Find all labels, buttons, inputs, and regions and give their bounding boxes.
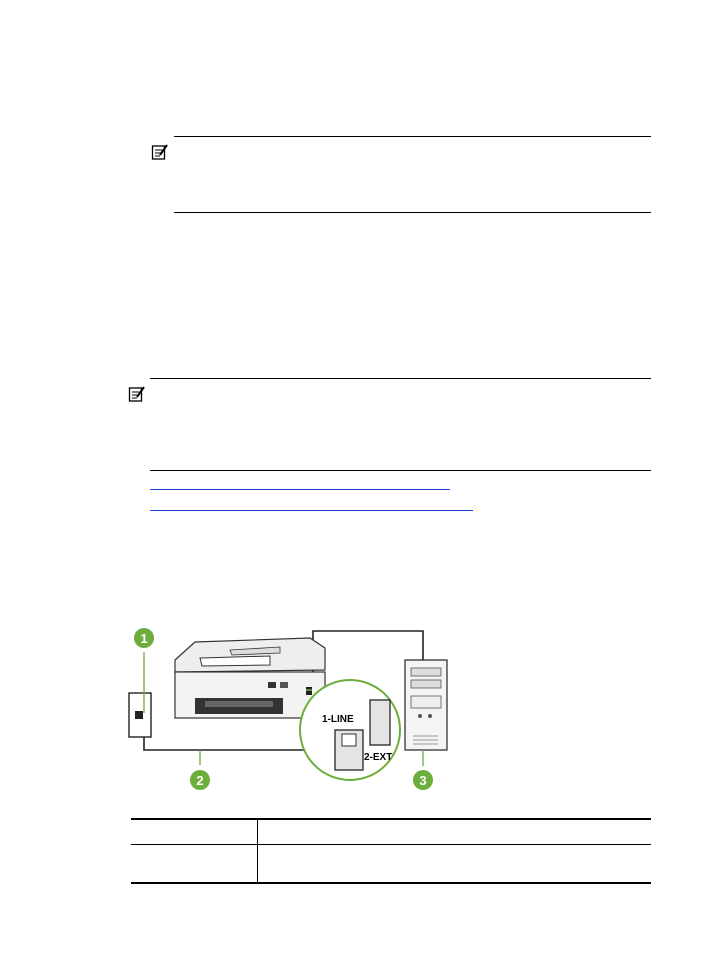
note1-top-rule [174,136,651,137]
note2-bottom-rule [150,470,651,471]
svg-text:1: 1 [140,631,147,646]
table-top-rule [131,818,651,820]
note2-top-rule [150,378,651,379]
callout-1 [134,628,154,648]
table-bottom-rule [131,882,651,884]
link-2[interactable] [150,510,473,511]
note-icon [151,144,168,160]
table-row-divider [131,844,651,845]
note1-bottom-rule [174,212,651,213]
callout-3 [413,770,433,790]
table-column-divider [257,820,258,882]
callout-2 [190,770,210,790]
svg-text:2: 2 [196,773,203,788]
computer-tower [404,659,448,751]
fax-setup-diagram: 1 2 1-LINE 2-EXT 3 [128,628,448,790]
svg-text:1-LINE: 1-LINE [322,714,354,725]
svg-text:3: 3 [419,773,426,788]
svg-text:2-EXT: 2-EXT [364,752,392,763]
printer-device [174,637,326,719]
link-1[interactable] [150,489,450,490]
note-icon [128,386,145,402]
